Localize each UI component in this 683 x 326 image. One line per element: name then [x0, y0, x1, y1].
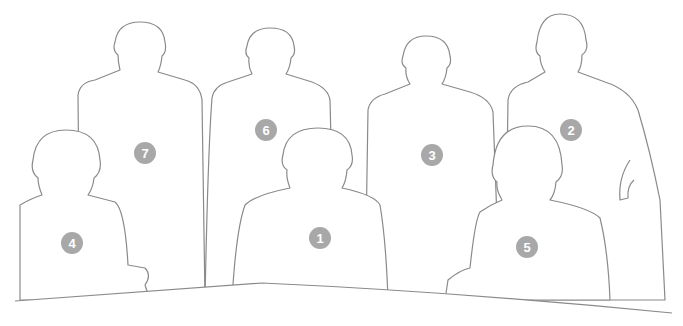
person-silhouette — [232, 128, 388, 300]
person-silhouette — [20, 130, 150, 300]
person-silhouette — [445, 126, 610, 300]
callout-number: 4 — [61, 232, 83, 254]
table-cover — [0, 283, 683, 326]
arm-detail — [620, 160, 634, 200]
callout-number: 1 — [309, 227, 331, 249]
callout-number: 3 — [421, 144, 443, 166]
table-edge — [15, 283, 672, 313]
callout-number: 7 — [134, 142, 156, 164]
callout-number: 2 — [560, 119, 582, 141]
callout-number: 6 — [255, 119, 277, 141]
callout-number: 5 — [516, 236, 538, 258]
